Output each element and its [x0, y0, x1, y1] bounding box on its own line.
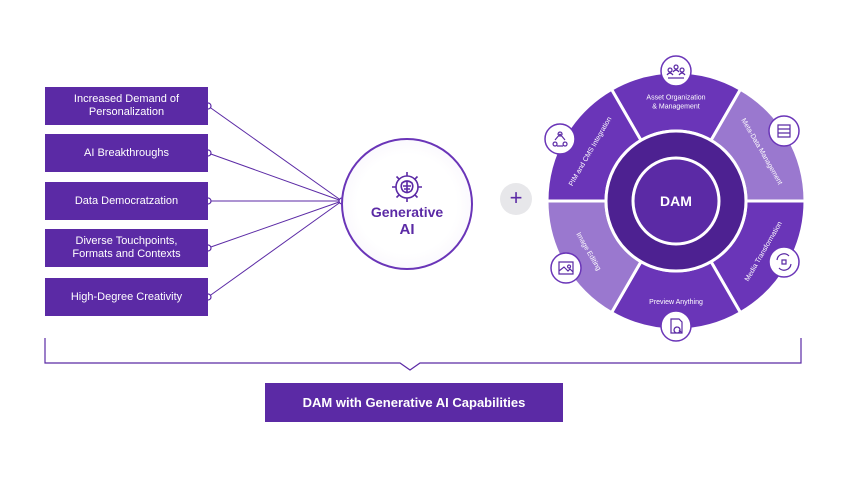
segment-icon-badge — [550, 252, 582, 284]
people-network-icon — [666, 64, 686, 79]
factor-label: AI Breakthroughs — [84, 146, 169, 159]
connector-line — [207, 105, 343, 202]
dam-center-label: DAM — [660, 193, 692, 209]
segment-icon-badge — [768, 115, 800, 147]
segment-icon-badge — [660, 310, 692, 342]
connector-line — [207, 200, 343, 298]
image-edit-icon — [558, 261, 574, 275]
generative-ai-title: Generative — [370, 204, 444, 220]
factor-data-democratization: Data Democratzation — [45, 182, 208, 220]
connector-lines — [204, 102, 346, 301]
dam-segment-label: Asset Organization & Management — [646, 95, 705, 111]
segment-label-text: Preview Anything — [649, 299, 703, 306]
document-search-icon — [670, 318, 683, 334]
factor-label: Data Democratzation — [74, 194, 179, 207]
factor-diverse-touchpoints: Diverse Touchpoints,Formats and Contexts — [45, 229, 208, 267]
connector-line — [207, 152, 343, 202]
integration-icon — [552, 131, 568, 147]
factor-ai-breakthroughs: AI Breakthroughs — [45, 134, 208, 172]
dam-center — [631, 156, 721, 246]
connector-line — [207, 200, 343, 249]
dam-segment-label: Preview Anything — [649, 299, 703, 306]
factor-label: Personalization — [88, 106, 165, 118]
factor-high-degree-creativity: High-Degree Creativity — [45, 278, 208, 316]
segment-icon-badge — [544, 123, 576, 155]
grouping-bracket — [44, 338, 802, 371]
factor-label: High-Degree Creativity — [70, 290, 183, 303]
ai-brain-gear-icon — [392, 172, 422, 202]
generative-ai-circle: Generative AI — [341, 138, 473, 270]
generative-ai-subtitle: AI — [399, 221, 415, 238]
segment-label-text: & Management — [652, 104, 700, 111]
factor-label: Diverse Touchpoints, — [75, 235, 178, 247]
factor-label: Formats and Contexts — [72, 248, 181, 260]
media-transform-icon — [776, 253, 792, 271]
segment-label-text: Asset Organization — [646, 95, 705, 102]
database-icon — [777, 124, 791, 138]
segment-icon-badge — [768, 246, 800, 278]
plus-icon: + — [500, 183, 532, 215]
factor-label: Increased Demand of — [73, 93, 180, 105]
result-banner: DAM with Generative AI Capabilities — [265, 383, 563, 422]
segment-icon-badge — [660, 55, 692, 87]
